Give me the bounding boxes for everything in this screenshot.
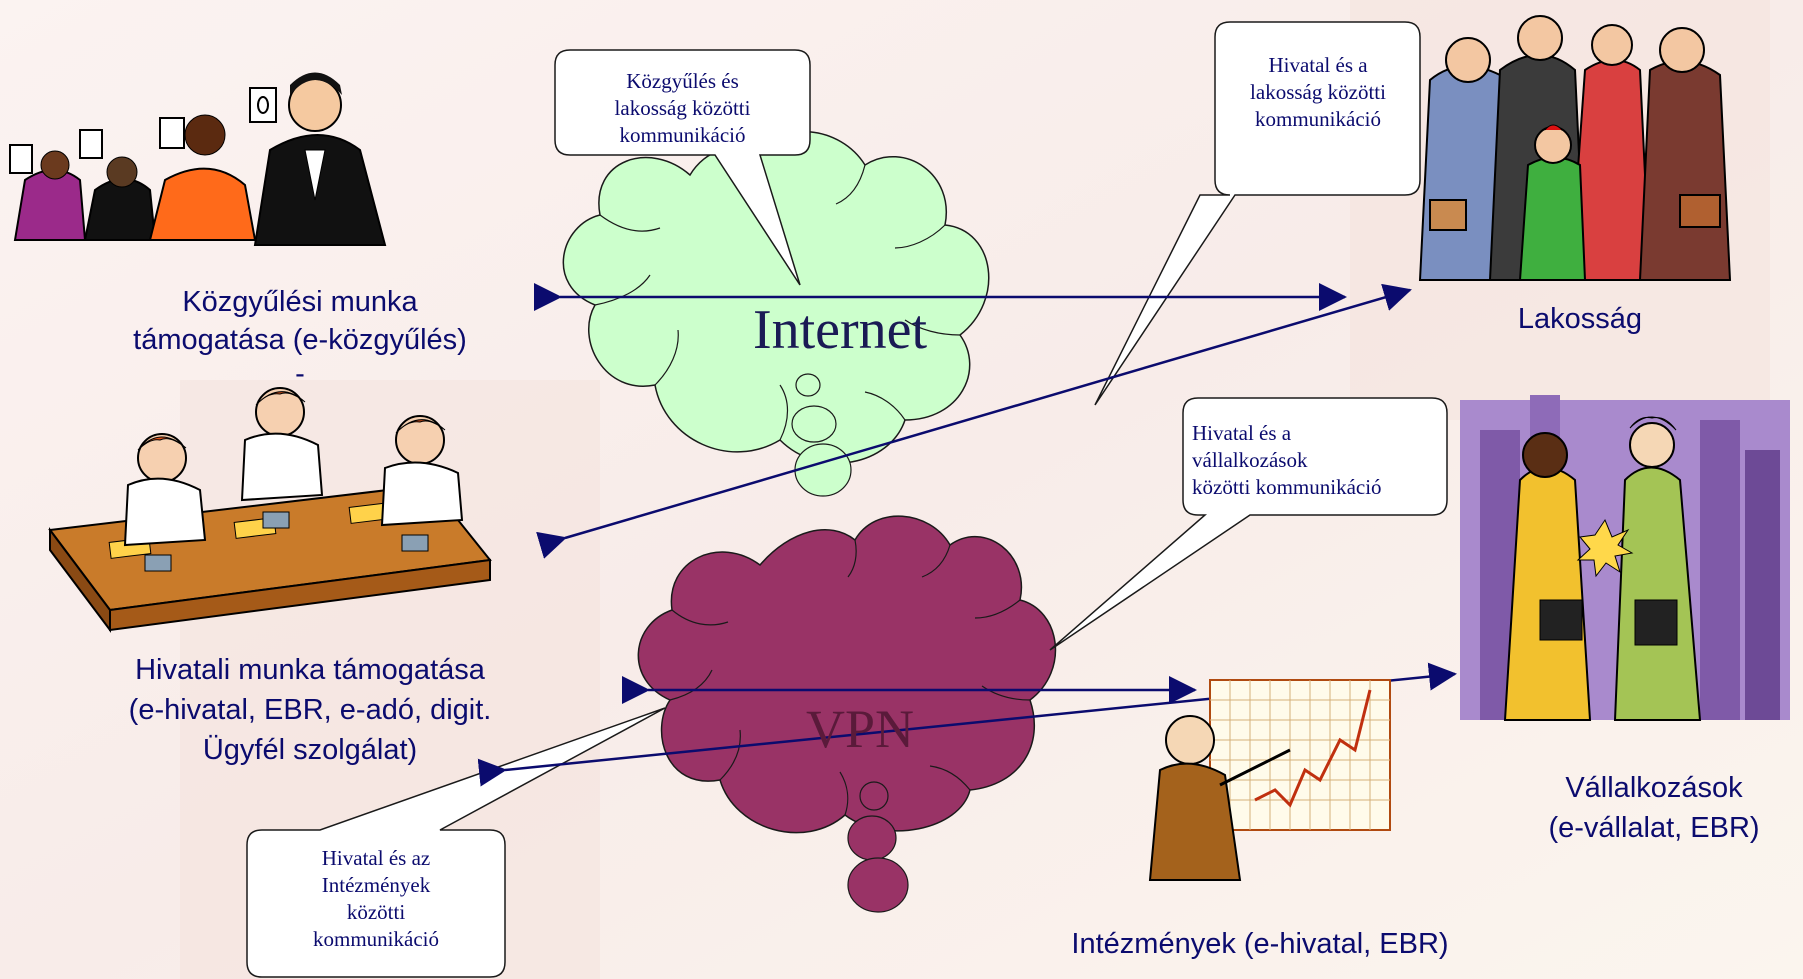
bubble-line: lakosság közötti	[614, 96, 751, 120]
label-intezmenyek: Intézmények (e-hivatal, EBR)	[1071, 928, 1449, 960]
vpn-cloud-dot	[859, 781, 889, 811]
bubble-line: lakosság közötti	[1250, 80, 1386, 104]
internet-cloud-dot	[795, 373, 821, 397]
bubble-hivatal-lakossag-text: Hivatal és a lakosság közötti kommunikác…	[1218, 52, 1418, 133]
label-line: -	[295, 358, 305, 390]
vpn-cloud-dot	[847, 857, 909, 913]
bubble-line: Közgyűlés és	[626, 69, 739, 93]
arrow-hivatal-lakossag	[536, 283, 1412, 559]
label-line: Vállalkozások	[1565, 772, 1743, 804]
internet-label: Internet	[752, 299, 928, 361]
presenter-chart-clipart	[1148, 679, 1391, 881]
office-workers-phones-clipart	[48, 387, 492, 633]
label-hivatali: Hivatali munka támogatása (e-hivatal, EB…	[80, 650, 540, 770]
bubble-kozgyules	[554, 49, 811, 286]
bubble-line: kommunikáció	[313, 927, 439, 951]
handshake-business-clipart	[1460, 395, 1790, 721]
bubble-line: kommunikáció	[619, 123, 746, 147]
bubble-kozgyules-text: Közgyűlés és lakosság közötti kommunikác…	[560, 68, 805, 149]
label-kozgyulesi: Közgyűlési munka támogatása (e-közgyűlés…	[90, 283, 510, 389]
bubble-line: Hivatal és a	[1192, 421, 1292, 445]
internet-cloud-dot	[791, 405, 837, 443]
label-line: (e-vállalat, EBR)	[1548, 812, 1760, 844]
label-line: Hivatali munka támogatása	[135, 654, 485, 686]
bubble-hivatal-intezmenyek	[246, 707, 666, 978]
bubble-line: közötti kommunikáció	[1192, 475, 1382, 499]
crowd-clipart	[1418, 15, 1732, 281]
label-lakossag: Lakosság	[1517, 303, 1643, 335]
bubble-line: Hivatal és az	[321, 846, 431, 870]
label-line: támogatása (e-közgyűlés)	[133, 324, 467, 356]
label-line: Közgyűlési munka	[182, 286, 418, 318]
internet-cloud-dot	[794, 443, 852, 497]
vpn-label: VPN	[805, 699, 915, 759]
bubble-line: közötti	[346, 900, 406, 924]
label-line: Ügyfél szolgálat)	[202, 734, 418, 766]
bubble-hivatal-vallalkozasok-text: Hivatal és a vállalkozások közötti kommu…	[1192, 420, 1442, 501]
bubble-line: vállalkozások	[1192, 448, 1308, 472]
bubble-line: Intézmények	[321, 873, 431, 897]
label-vallalkozasok: Vállalkozások (e-vállalat, EBR)	[1505, 768, 1803, 848]
label-line: (e-hivatal, EBR, e-adó, digit.	[128, 694, 492, 726]
bubble-line: kommunikáció	[1255, 107, 1381, 131]
bubble-line: Hivatal és a	[1268, 53, 1368, 77]
bubble-hivatal-intezmenyek-text: Hivatal és az Intézmények közötti kommun…	[250, 845, 502, 953]
voting-people-clipart	[9, 72, 387, 246]
vpn-cloud-dot	[847, 815, 897, 861]
